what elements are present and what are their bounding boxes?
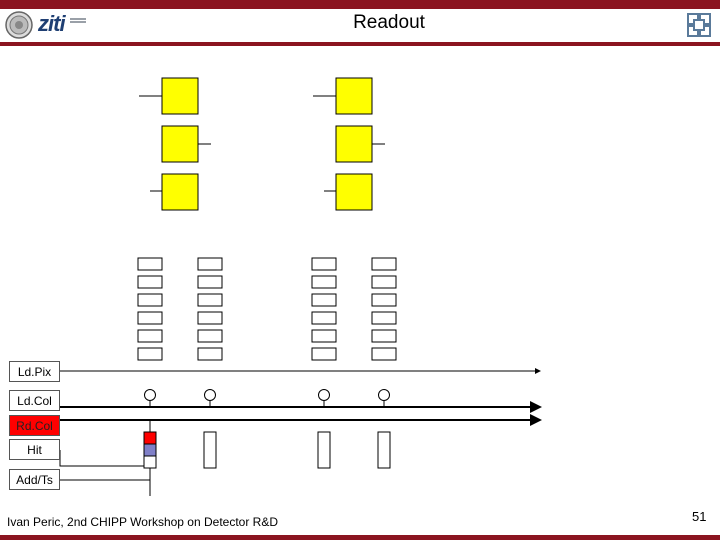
brand-wordmark: ziti (38, 11, 66, 36)
pixel-cell (335, 125, 373, 163)
brand-dots-icon (70, 18, 86, 23)
university-seal-icon (5, 11, 33, 39)
pixel-cell (161, 125, 199, 163)
signal-label-addts: Add/Ts (9, 469, 60, 490)
pixel-cell (161, 77, 199, 115)
register-stack (311, 257, 337, 361)
top-accent-bar (0, 0, 720, 9)
signal-label-hit: Hit (9, 439, 60, 460)
pixel-group-right (313, 77, 385, 211)
register-stack (371, 257, 397, 361)
header-underline-bar (0, 42, 720, 46)
column-readout-cell (203, 431, 217, 469)
pixel-cell (335, 77, 373, 115)
pixel-group-left (139, 77, 211, 211)
column-readout-cell (377, 431, 391, 469)
page-title: Readout (353, 12, 425, 33)
signal-label-ldcol: Ld.Col (9, 390, 60, 411)
bottom-accent-bar (0, 535, 720, 540)
institute-emblem-icon (687, 13, 711, 37)
signal-label-ldpix: Ld.Pix (9, 361, 60, 382)
footer-author: Ivan Peric, 2nd CHIPP Workshop on Detect… (7, 515, 279, 529)
pixel-cell (335, 173, 373, 211)
pixel-cell (161, 173, 199, 211)
hit-feedback-line (59, 450, 150, 467)
signal-label-rdcol: Rd.Col (9, 415, 60, 436)
column-tap (144, 389, 390, 407)
register-stack (137, 257, 163, 361)
column-readout-active (143, 431, 157, 469)
register-stack (197, 257, 223, 361)
page-number: 51 (692, 509, 707, 524)
column-readout-cell (317, 431, 331, 469)
